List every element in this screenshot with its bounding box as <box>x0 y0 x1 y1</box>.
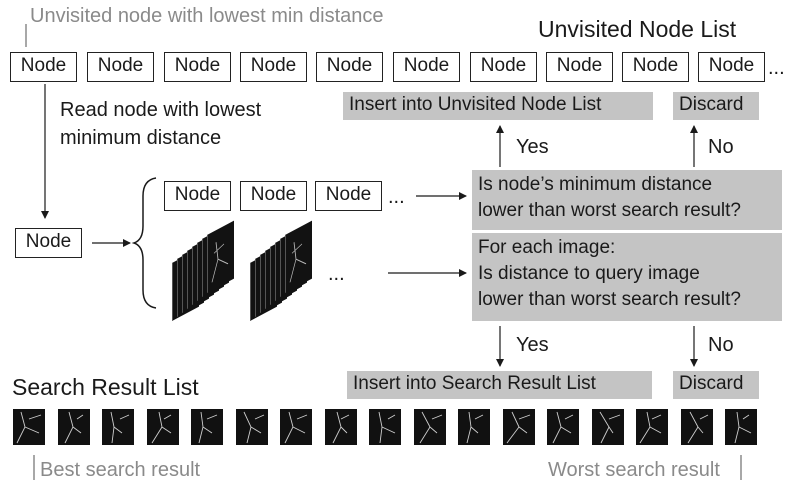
insert-search-box: Insert into Search Result List <box>347 371 652 399</box>
search-result-image <box>191 409 223 445</box>
unvisited-node-box: Node <box>10 52 77 82</box>
search-result-image <box>547 409 579 445</box>
image-stacks-ellipsis: ... <box>328 263 345 285</box>
search-result-image <box>680 409 713 445</box>
stack-image <box>207 220 234 293</box>
search-result-image <box>324 409 357 445</box>
search-result-image <box>13 409 45 445</box>
unvisited-node-box: Node <box>87 52 154 82</box>
brace <box>131 177 157 309</box>
no-top-label: No <box>708 136 734 158</box>
no-bottom-label: No <box>708 334 734 356</box>
yes-top-label: Yes <box>516 136 549 158</box>
stack-image <box>285 220 312 293</box>
unvisited-node-box: Node <box>470 52 537 82</box>
worst-result-label: Worst search result <box>548 459 720 481</box>
search-result-image <box>235 409 268 445</box>
search-result-image <box>57 409 90 445</box>
discard-bottom-box: Discard <box>673 371 759 399</box>
best-result-label: Best search result <box>40 459 201 481</box>
unvisited-node-box: Node <box>316 52 383 82</box>
discard-top-box: Discard <box>673 92 759 120</box>
unvisited-node-box: Node <box>393 52 460 82</box>
question-node-box: Is node’s minimum distance lower than wo… <box>472 170 782 230</box>
search-result-image <box>280 409 312 445</box>
child-nodes-ellipsis: ... <box>388 186 405 208</box>
unvisited-node-box: Node <box>546 52 613 82</box>
question-node-line-1: Is node’s minimum distance <box>478 174 713 195</box>
child-node-box: Node <box>240 181 307 211</box>
unvisited-list-title: Unvisited Node List <box>538 16 737 42</box>
search-result-image <box>102 409 134 445</box>
read-node-line-2: minimum distance <box>60 127 222 149</box>
question-image-line-3: lower than worst search result? <box>478 289 741 310</box>
question-node-line-2: lower than worst search result? <box>478 200 741 221</box>
question-image-line-1: For each image: <box>478 237 616 258</box>
unvisited-node-box: Node <box>240 52 307 82</box>
search-result-image <box>369 409 401 445</box>
current-node-box: Node <box>15 228 82 258</box>
yes-bottom-label: Yes <box>516 334 549 356</box>
child-node-box: Node <box>164 181 231 211</box>
unvisited-node-box: Node <box>164 52 231 82</box>
search-result-image <box>591 409 624 445</box>
insert-unvisited-box: Insert into Unvisited Node List <box>343 92 653 120</box>
unvisited-ellipsis: ... <box>768 57 785 79</box>
search-result-title: Search Result List <box>12 374 199 400</box>
search-result-image <box>725 409 757 445</box>
search-result-image <box>502 409 535 445</box>
unvisited-node-box: Node <box>698 52 765 82</box>
search-result-image <box>413 409 446 445</box>
question-image-line-2: Is distance to query image <box>478 263 700 284</box>
search-result-image <box>146 409 179 445</box>
unvisited-caption: Unvisited node with lowest min distance <box>30 5 384 27</box>
read-node-line-1: Read node with lowest <box>60 99 262 121</box>
unvisited-node-box: Node <box>622 52 689 82</box>
search-result-image <box>458 409 490 445</box>
child-node-box: Node <box>315 181 382 211</box>
question-image-box: For each image: Is distance to query ima… <box>472 233 782 321</box>
search-result-image <box>636 409 668 445</box>
